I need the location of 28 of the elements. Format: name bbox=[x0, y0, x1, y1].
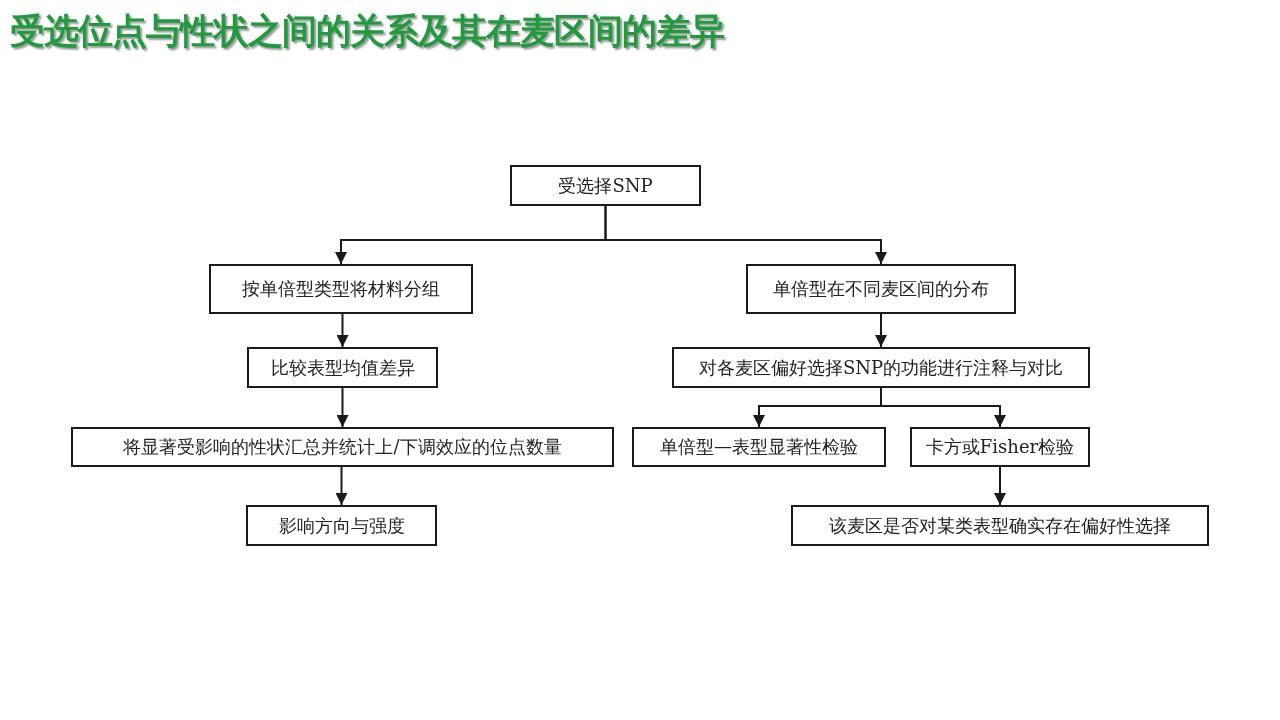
box-text: 比较表型均值差异 bbox=[270, 355, 415, 380]
box-text: 受选择SNP bbox=[558, 173, 653, 198]
process-box bbox=[510, 165, 701, 206]
arrow bbox=[336, 313, 349, 348]
arrow bbox=[880, 387, 1006, 428]
process-box bbox=[746, 264, 1016, 314]
slide-title: 受选位点与性状之间的关系及其在麦区间的差异 bbox=[10, 10, 724, 53]
arrow bbox=[875, 313, 887, 348]
box-text: 将显著受影响的性状汇总并统计上/下调效应的位点数量 bbox=[123, 435, 562, 459]
process-box bbox=[672, 347, 1090, 388]
box-text: 该麦区是否对某类表型确实存在偏好性选择 bbox=[829, 513, 1171, 538]
process-box bbox=[246, 505, 437, 546]
arrow bbox=[335, 466, 348, 506]
process-box bbox=[247, 347, 438, 388]
box-text: 对各麦区偏好选择SNP的功能进行注释与对比 bbox=[698, 355, 1064, 380]
box-text: 影响方向与强度 bbox=[278, 513, 405, 538]
arrow bbox=[336, 387, 349, 428]
arrow bbox=[994, 466, 1006, 506]
process-box bbox=[209, 264, 473, 314]
arrow bbox=[604, 205, 887, 265]
process-box bbox=[910, 427, 1090, 467]
process-box bbox=[71, 427, 614, 467]
box-text: 按单倍型类型将材料分组 bbox=[242, 277, 440, 301]
box-text: 卡方或Fisher检验 bbox=[925, 435, 1075, 459]
process-box bbox=[791, 505, 1209, 546]
box-text: 单倍型在不同麦区间的分布 bbox=[773, 277, 989, 301]
box-text: 单倍型—表型显著性检验 bbox=[660, 435, 858, 459]
process-box bbox=[632, 427, 886, 467]
